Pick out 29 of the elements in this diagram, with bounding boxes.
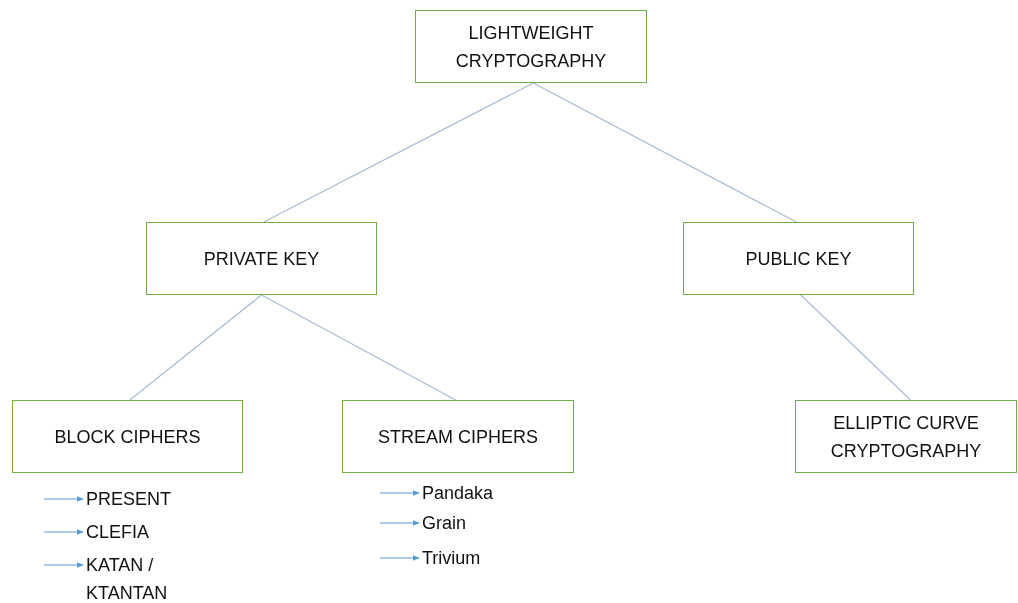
connector-line xyxy=(800,294,912,401)
category-box xyxy=(683,222,914,295)
category-box xyxy=(342,400,574,473)
category-box xyxy=(146,222,377,295)
list-item-text: Pandaka xyxy=(422,479,532,507)
arrow xyxy=(379,490,420,496)
connector-line xyxy=(263,82,534,223)
box-label: PUBLIC KEY xyxy=(744,247,853,271)
box-label: STREAM CIPHERS xyxy=(377,425,539,449)
connector-line xyxy=(260,294,457,401)
arrow xyxy=(379,520,420,526)
box-label: PRIVATE KEY xyxy=(202,247,321,271)
list-item-text: Trivium xyxy=(422,544,532,572)
arrow xyxy=(43,529,84,535)
box-label: ELLIPTIC CURVE CRYPTOGRAPHY xyxy=(829,411,983,463)
box-label: LIGHTWEIGHT CRYPTOGRAPHY xyxy=(454,21,608,73)
list-item-text: Grain xyxy=(422,509,532,537)
list-item-text: KATAN / KTANTAN xyxy=(86,551,186,603)
arrow xyxy=(43,496,84,502)
connector-line xyxy=(532,82,797,223)
category-box xyxy=(415,10,647,83)
category-box xyxy=(795,400,1017,473)
box-label: BLOCK CIPHERS xyxy=(53,425,202,449)
list-item-text: CLEFIA xyxy=(86,518,196,546)
connector-line xyxy=(129,294,263,401)
category-box xyxy=(12,400,243,473)
arrow xyxy=(379,555,420,561)
arrow xyxy=(43,562,84,568)
list-item-text: PRESENT xyxy=(86,485,196,513)
